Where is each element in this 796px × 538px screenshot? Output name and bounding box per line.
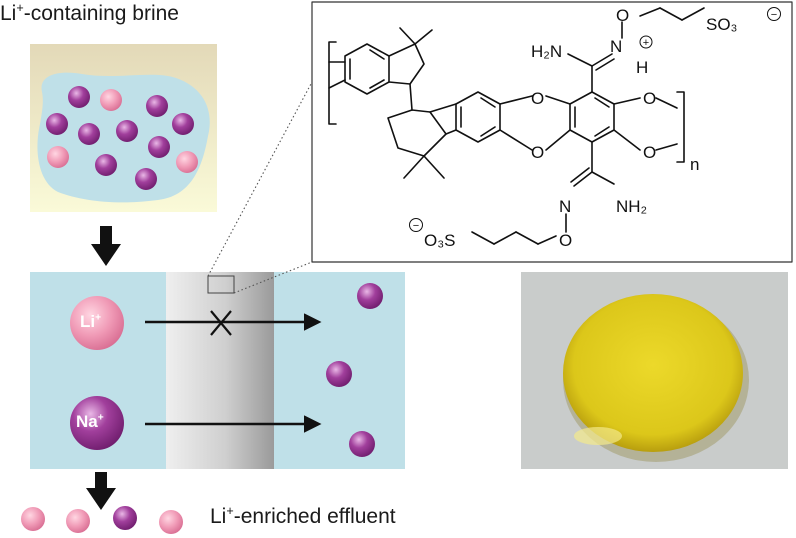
membrane-zoom-box: [207, 275, 235, 294]
nh2-bottom-label: NH₂: [616, 197, 647, 216]
effluent-label: Li+-enriched effluent: [210, 505, 396, 529]
brine-ion: [46, 113, 68, 135]
effluent-label-li: Li: [210, 505, 227, 528]
minus-charge-icon: [767, 7, 781, 21]
plus-charge-icon: [639, 35, 653, 49]
plus-charge-sign: +: [643, 37, 649, 49]
na-ion-label: Na+: [76, 412, 104, 432]
n-plus-label: N: [610, 37, 622, 56]
minus-charge-sign: −: [413, 220, 419, 232]
brine-ion: [172, 113, 194, 135]
so3-top-label: SO₃: [706, 15, 738, 34]
brine-label-sup: +: [16, 1, 24, 15]
chemical-structure: [311, 1, 793, 263]
n-bottom-label: N: [559, 197, 571, 216]
membrane-photo: [521, 272, 788, 469]
charge-markers: + − −: [409, 7, 781, 232]
brine-container: [30, 44, 217, 212]
li-ion-sup: +: [95, 312, 102, 324]
brine-ion: [68, 86, 90, 108]
effluent-label-sup: +: [226, 504, 234, 518]
nh2-top-label: H₂N: [531, 42, 562, 61]
brine-ion: [146, 95, 168, 117]
brine-ion: [78, 123, 100, 145]
brine-label-text: -containing brine: [23, 2, 179, 25]
permeate-ion: [357, 283, 383, 309]
brine-ion: [100, 89, 122, 111]
li-ion-ball: [70, 296, 124, 350]
film-glare: [574, 427, 622, 445]
o-ring-label: O: [643, 143, 656, 162]
polymer-bracket-left: [328, 41, 337, 125]
repeat-n-label: n: [690, 155, 699, 174]
effluent-ion: [66, 509, 90, 533]
effluent-ion: [113, 506, 137, 530]
yellow-film-disc: [563, 294, 743, 452]
na-ion-ball: [70, 396, 124, 450]
o-chain-top-label: O: [616, 6, 629, 25]
structure-labels: H₂N N H O SO₃ O O O O n N NH₂ O O₃S: [424, 6, 738, 250]
brine-ion: [135, 168, 157, 190]
li-ion-text: Li: [80, 312, 96, 331]
zoom-guide-line: [207, 81, 313, 277]
li-ion-label: Li+: [80, 312, 101, 332]
down-arrow-bottom: [86, 472, 116, 510]
so3-bottom-label: O₃S: [424, 231, 456, 250]
brine-ion: [148, 136, 170, 158]
block-cross-icon: [210, 310, 232, 336]
na-ion-sup: +: [97, 412, 104, 424]
o-ring-label: O: [531, 143, 544, 162]
membrane: [166, 272, 274, 469]
h-label: H: [636, 58, 648, 77]
minus-charge-sign: −: [771, 9, 777, 21]
brine-ion: [95, 154, 117, 176]
o-ring-label: O: [531, 89, 544, 108]
polymer-bracket-right: [676, 91, 685, 163]
o-ring-label: O: [643, 89, 656, 108]
brine-label: Li+-containing brine: [0, 2, 179, 26]
brine-ion: [47, 146, 69, 168]
down-arrow-top: [91, 226, 121, 266]
brine-ion: [116, 120, 138, 142]
effluent-ion: [159, 510, 183, 534]
minus-charge-icon: [409, 218, 423, 232]
o-chain-bottom-label: O: [559, 231, 572, 250]
permeate-ion: [326, 361, 352, 387]
brine-label-li: Li: [0, 2, 17, 25]
effluent-label-text: -enriched effluent: [233, 505, 396, 528]
structure-frame: [311, 1, 793, 263]
permeate-ion: [349, 431, 375, 457]
brine-ion: [176, 151, 198, 173]
na-ion-text: Na: [76, 412, 98, 431]
separation-channel: [30, 272, 405, 469]
effluent-ion: [21, 507, 45, 531]
